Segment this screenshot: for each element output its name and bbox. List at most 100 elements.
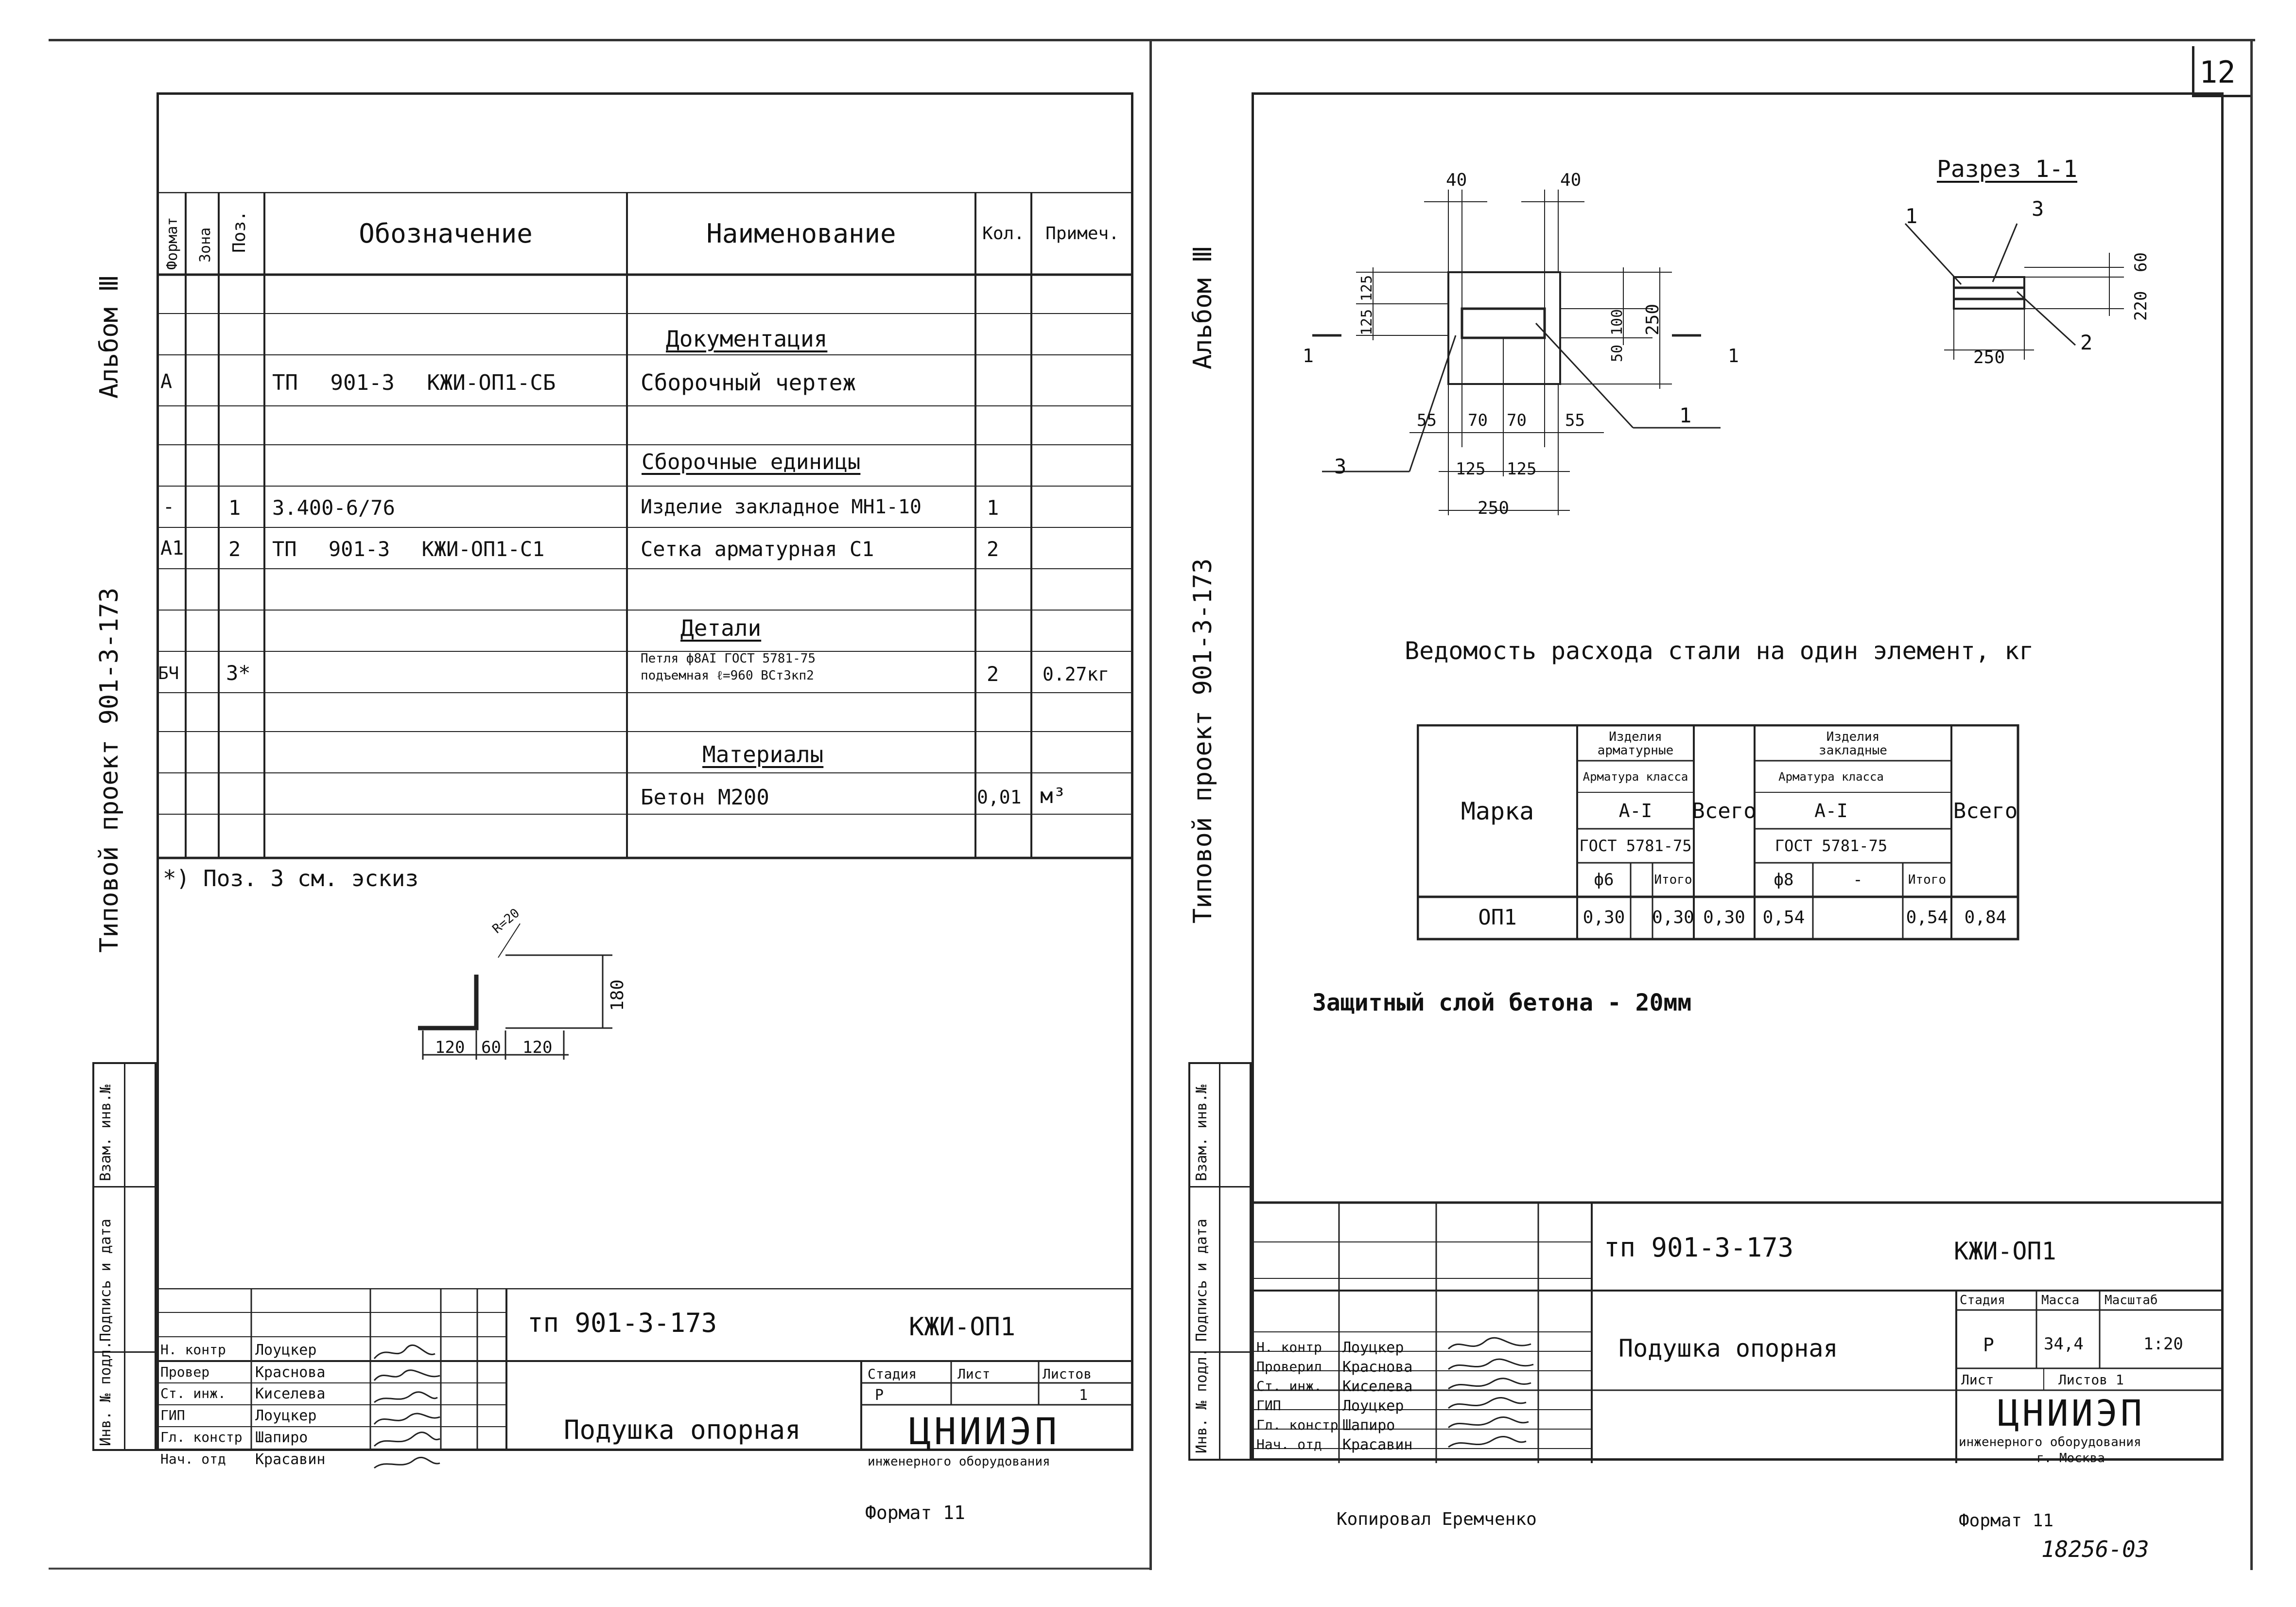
right-stamp-sign: Подпись и дата <box>1193 1219 1210 1342</box>
right-tb-stage-label: Стадия <box>1960 1293 2005 1308</box>
right-tb-role-1: Проверил <box>1256 1359 1322 1375</box>
left-tb-role-5: Нач. отд <box>160 1451 226 1467</box>
right-stamp-inv: Инв. № подл. <box>1193 1348 1210 1453</box>
steel-class-1: А-I <box>1618 800 1652 821</box>
spec-header-note: Примеч. <box>1045 223 1119 244</box>
row-3-name-line1: Петля ф8АI ГОСТ 5781-75 <box>641 651 816 666</box>
sketch-dim-right: 120 <box>522 1038 553 1057</box>
right-tb-mark: КЖИ-ОП1 <box>1954 1237 2056 1265</box>
footnote: *) Поз. 3 см. эскиз <box>163 865 419 891</box>
steel-row-mark: ОП1 <box>1478 905 1517 930</box>
right-tb-title: Подушка опорная <box>1618 1334 1838 1362</box>
row-doc-designation: ТП 901-3 КЖИ-ОП1-СБ <box>272 370 556 395</box>
plan-dim-left-b: 125 <box>1358 275 1375 301</box>
plan-dim-left-a: 125 <box>1358 309 1375 335</box>
plan-dim-right-a: 100 <box>1609 309 1626 335</box>
left-stamp-replace: Взам. инв.№ <box>97 1084 114 1181</box>
section-callout-1: 1 <box>1905 204 1918 228</box>
steel-sub1-a: ф6 <box>1594 870 1614 890</box>
right-tb-role-4: Гл. констр <box>1256 1417 1339 1433</box>
steel-rebar-class-1: Арматура класса <box>1583 769 1688 784</box>
right-tb-role-2: Ст. инж. <box>1256 1378 1322 1394</box>
left-tb-name-2: Киселева <box>255 1385 326 1402</box>
plan-dim-top-right: 40 <box>1560 170 1582 190</box>
steel-group1: Изделия арматурные <box>1597 730 1674 758</box>
right-stamp-replace: Взам. инв.№ <box>1193 1084 1210 1181</box>
copied-by: Копировал Еремченко <box>1337 1509 1537 1529</box>
right-tb-name-3: Лоуцкер <box>1342 1397 1404 1415</box>
spec-header-pos: Поз. <box>229 210 249 253</box>
steel-sub1-c: Итого <box>1654 873 1692 887</box>
plan-view <box>1312 190 1721 515</box>
left-tb-name-1: Краснова <box>255 1364 326 1381</box>
row-3-name-line2: подъемная ℓ=960 ВСт3кп2 <box>641 668 814 683</box>
right-outer-edge <box>2250 39 2253 1570</box>
right-drawing-frame <box>1252 92 2224 1461</box>
right-tb-name-1: Краснова <box>1342 1359 1413 1376</box>
steel-row-c8: 0,84 <box>1964 908 2007 927</box>
left-title-block <box>157 1288 1133 1451</box>
left-tb-role-1: Провер <box>160 1364 210 1380</box>
section-dim-height: 220 <box>2131 291 2151 321</box>
steel-class-2: А-I <box>1814 800 1848 821</box>
left-project-label: Типовой проект 901-3-173 <box>95 587 124 953</box>
section-callout-3: 3 <box>2032 197 2044 221</box>
right-tb-sheets-label: Листов 1 <box>2058 1372 2124 1388</box>
right-tb-scale-label: Масштаб <box>2105 1293 2158 1308</box>
steel-group2: Изделия закладные <box>1819 730 1887 758</box>
right-tb-name-5: Красавин <box>1342 1436 1413 1453</box>
right-tb-role-0: Н. контр <box>1256 1339 1322 1355</box>
spec-header-name: Наименование <box>706 218 896 249</box>
left-tb-name-5: Красавин <box>255 1451 326 1468</box>
left-tb-sheets: 1 <box>1079 1387 1088 1404</box>
row-3-note: 0.27кг <box>1043 664 1110 685</box>
right-tb-org-city: г. Москва <box>2036 1451 2105 1466</box>
plan-dim-top-left: 40 <box>1446 170 1467 190</box>
right-tb-name-4: Шапиро <box>1342 1417 1395 1434</box>
row-3-qty: 2 <box>987 662 999 686</box>
left-tb-stage-label: Стадия <box>868 1366 917 1382</box>
section-details: Детали <box>680 615 762 641</box>
plan-dim-mid-a: 125 <box>1456 459 1486 479</box>
steel-sub2-c: Итого <box>1908 873 1947 887</box>
steel-gost-1: ГОСТ 5781-75 <box>1579 837 1692 855</box>
right-tb-code: тп 901-3-173 <box>1604 1232 1794 1263</box>
sketch-dim-height: 180 <box>608 979 627 1011</box>
left-tb-org: ЦНИИЭП <box>909 1410 1060 1453</box>
right-project-label: Типовой проект 901-3-173 <box>1188 558 1218 924</box>
steel-sub2-a: ф8 <box>1774 870 1794 890</box>
steel-total-2: Всего <box>1953 799 2018 823</box>
row-1-format: - <box>163 496 175 518</box>
left-signatures <box>373 1345 440 1469</box>
right-tb-sheet-label: Лист <box>1961 1372 1994 1388</box>
row-2-name: Сетка арматурная С1 <box>641 537 874 561</box>
section-documentation: Документация <box>666 326 828 352</box>
left-tb-name-0: Лоуцкер <box>255 1342 317 1359</box>
sketch-dim-left: 120 <box>435 1038 465 1057</box>
right-signatures <box>1447 1337 1534 1448</box>
right-format: Формат 11 <box>1959 1511 2054 1531</box>
spec-header-qty: Кол. <box>982 223 1025 244</box>
row-4-qty: 0,01 <box>977 786 1022 808</box>
bottom-edge-left <box>49 1568 1149 1570</box>
section-assembly-units: Сборочные единицы <box>642 450 861 474</box>
row-doc-format: А <box>160 370 173 393</box>
spec-header-zone: Зона <box>197 227 214 262</box>
section-dim-width: 250 <box>1973 348 2005 367</box>
sheet-outer-border <box>49 39 2255 1572</box>
steel-total-1: Всего <box>1692 799 1757 823</box>
left-album-label: Альбом Ⅲ <box>95 275 124 399</box>
archive-number: 18256-03 <box>2041 1536 2149 1562</box>
steel-sub2-b: - <box>1853 870 1863 890</box>
left-tb-sheet-label: Лист <box>957 1366 991 1382</box>
row-1-qty: 1 <box>987 496 999 520</box>
row-4-note: м³ <box>1040 784 1066 808</box>
right-tb-name-2: Киселева <box>1342 1378 1413 1395</box>
row-2-pos: 2 <box>228 537 241 561</box>
sheet-number: 12 <box>2199 54 2236 90</box>
right-tb-mass-label: Масса <box>2041 1293 2080 1308</box>
row-2-format: А1 <box>160 537 184 559</box>
right-tb-org-sub: инженерного оборудования <box>1959 1435 2141 1450</box>
left-stamp-sign: Подпись и дата <box>97 1219 114 1342</box>
plan-dim-bottom-c: 70 <box>1507 411 1527 430</box>
